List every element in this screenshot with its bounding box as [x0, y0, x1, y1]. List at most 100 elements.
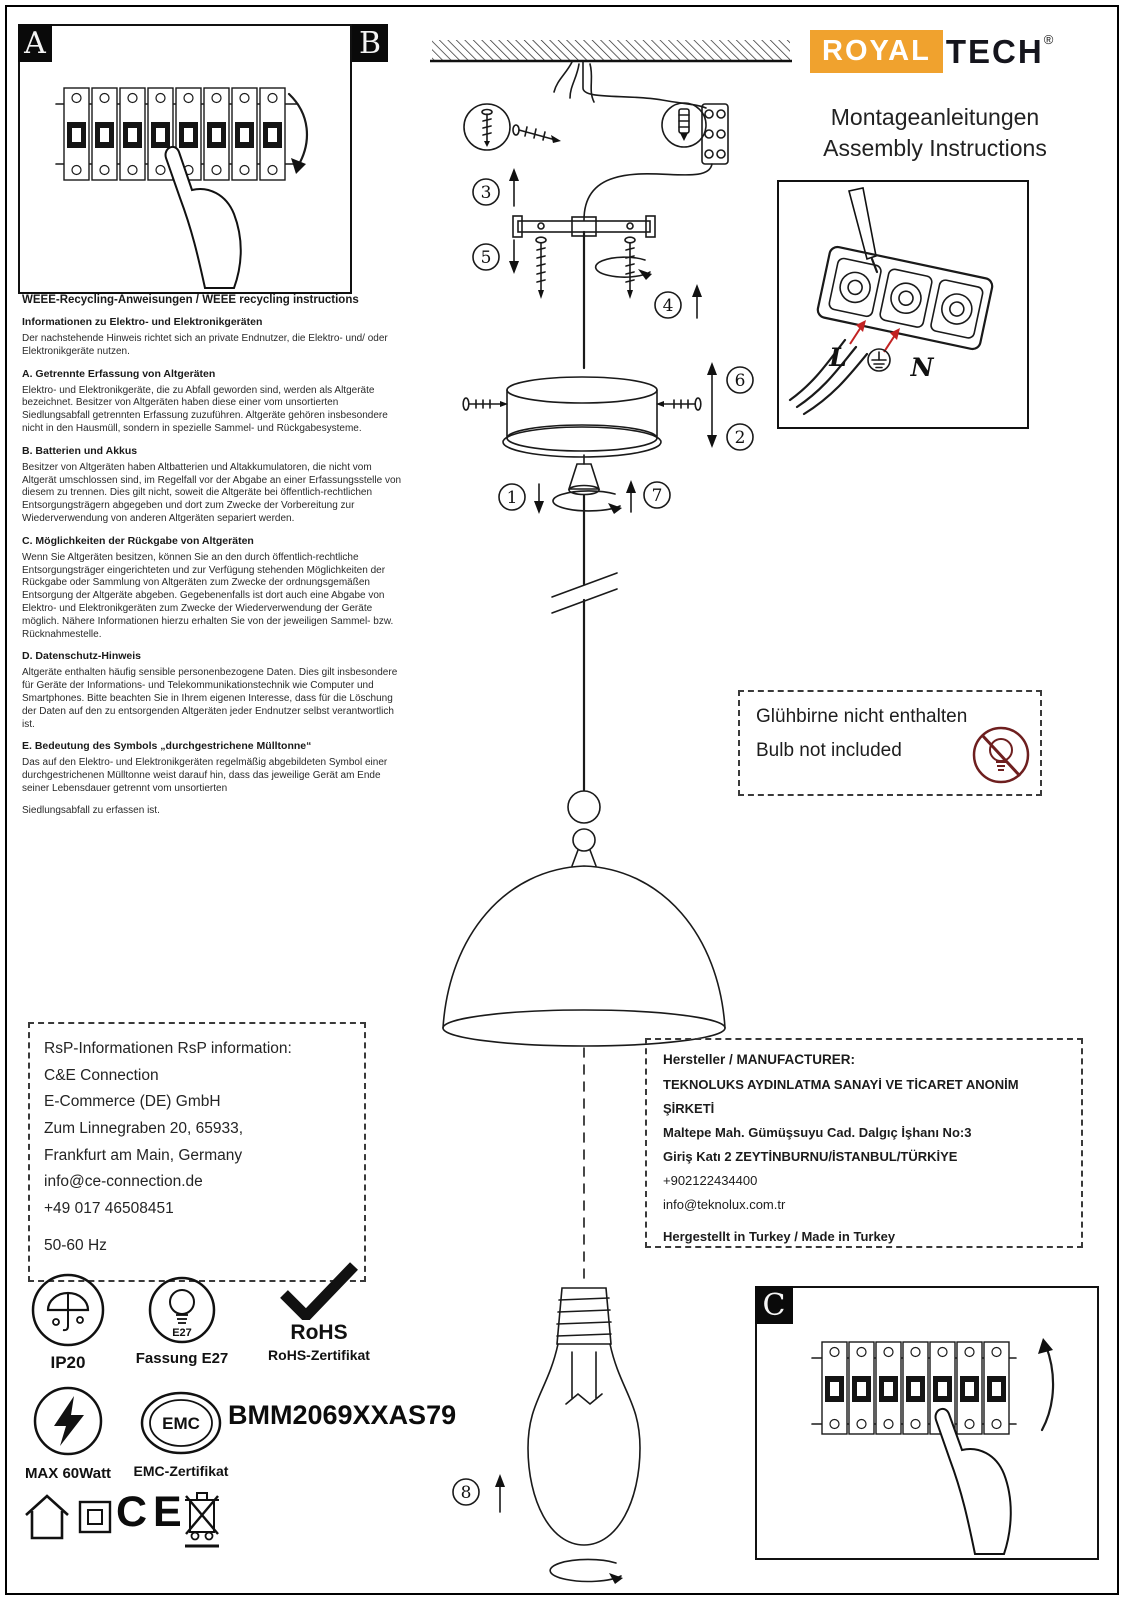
light-bulb [527, 1287, 641, 1584]
step-5-marker: 5 [472, 239, 519, 274]
panel-a-frame [18, 24, 352, 294]
weee-paragraph: Altgeräte enthalten häufig sensible pers… [22, 667, 398, 730]
terminal-block [701, 103, 729, 165]
pointing-hand-icon [164, 145, 242, 289]
canopy [502, 376, 662, 458]
bulb-note-en: Bulb not included [756, 740, 902, 761]
house-icon [22, 1488, 72, 1549]
brand-tech: TECH [945, 33, 1044, 70]
manufacturer-line: TEKNOLUKS AYDINLATMA SANAYİ VE TİCARET A… [663, 1077, 1019, 1117]
earth-symbol-icon [867, 348, 891, 372]
title-de: Montageanleitungen [830, 104, 1040, 130]
weee-paragraph: Besitzer von Altgeräten haben Altbatteri… [22, 461, 402, 524]
weee-paragraph: Das auf den Elektro- und Elektronikgerät… [22, 757, 388, 794]
canopy-screw-right [656, 397, 702, 411]
rotate-arrow-bracket [594, 256, 652, 280]
breaker-on-illustration [811, 1338, 1055, 1555]
svg-text:7: 7 [652, 486, 663, 506]
weee-bin-icon [180, 1484, 224, 1557]
screw-small-icon [512, 124, 561, 143]
ceiling-hatch [430, 40, 792, 63]
pendant-cord [551, 493, 618, 792]
weee-paragraph: Wenn Sie Altgeräten besitzen, können Sie… [22, 551, 394, 640]
rsp-line: Zum Linnegraben 20, 65933, [44, 1119, 244, 1137]
step-3-marker: 3 [472, 168, 519, 207]
max-watt-block: MAX 60Watt [20, 1385, 116, 1482]
manufacturer-line: Giriş Katı 2 ZEYTİNBURNU/İSTANBUL/TÜRKİY… [663, 1149, 958, 1165]
svg-text:6: 6 [735, 371, 746, 391]
manufacturer-origin: Hergestellt in Turkey / Made in Turkey [663, 1229, 896, 1245]
ip20-label: IP20 [50, 1353, 86, 1372]
bracket-screw-right [624, 236, 636, 299]
weee-heading: B. Batterien und Akkus [22, 444, 138, 457]
rsp-info-box: RsP-Informationen RsP information: C&E C… [28, 1022, 366, 1282]
panel-c-label: C [755, 1286, 793, 1324]
e27-socket-icon: E27 [148, 1276, 216, 1344]
e27-text: E27 [172, 1327, 192, 1339]
emc-block: EMC EMC-Zertifikat [128, 1390, 234, 1479]
weee-heading: E. Bedeutung des Symbols „durchgestriche… [22, 740, 312, 753]
weee-title: WEEE-Recycling-Anweisungen / WEEE recycl… [22, 294, 359, 306]
svg-text:3: 3 [481, 183, 492, 203]
weee-heading: A. Getrennte Erfassung von Altgeräten [22, 367, 216, 380]
lamp-shade [442, 790, 726, 1047]
detail-callout-anchor [661, 102, 707, 148]
terminal-wiring-illustration: L N [788, 187, 994, 416]
weee-heading: D. Datenschutz-Hinweis [22, 650, 142, 663]
brand-royal: ROYAL [810, 30, 943, 73]
rohs-title: RoHS [290, 1321, 348, 1344]
step-1-marker: 1 [498, 483, 544, 514]
weee-instructions: WEEE-Recycling-Anweisungen / WEEE recycl… [22, 294, 402, 818]
rohs-checkmark-icon [280, 1262, 358, 1324]
canopy-screw-left [462, 397, 508, 411]
doc-title: Montageanleitungen Assembly Instructions [800, 104, 1070, 162]
e27-block: E27 Fassung E27 [132, 1275, 232, 1367]
ceiling-wires [553, 61, 707, 109]
rsp-line: +49 017 46508451 [44, 1199, 174, 1217]
terminal-l-label: L [828, 343, 847, 372]
rsp-frequency: 50-60 Hz [44, 1236, 107, 1254]
panel-a-label: A [18, 24, 52, 62]
rohs-block: RoHS RoHS-Zertifikat [258, 1262, 380, 1363]
wire-direction-arrows [849, 320, 900, 353]
manufacturer-email: info@teknolux.com.tr [663, 1197, 786, 1213]
breaker-off-illustration [55, 87, 309, 289]
rsp-title: RsP-Informationen RsP information: [44, 1040, 292, 1057]
rohs-cert-label: RoHS-Zertifikat [268, 1347, 370, 1363]
page-border [5, 5, 1119, 1595]
manufacturer-box: Hersteller / MANUFACTURER: TEKNOLUKS AYD… [645, 1038, 1083, 1248]
svg-text:8: 8 [461, 1483, 472, 1503]
double-insulation-icon [78, 1500, 112, 1539]
svg-text:2: 2 [735, 428, 746, 448]
manufacturer-line: Maltepe Mah. Gümüşsuyu Cad. Dalgıç İşhan… [663, 1125, 972, 1141]
weee-paragraph: Elektro- und Elektronikgeräte, die zu Ab… [22, 384, 388, 434]
manufacturer-phone: +902122434400 [663, 1173, 758, 1189]
ip20-block: IP20 [28, 1272, 108, 1373]
step-7-marker: 7 [626, 480, 671, 513]
emc-icon: EMC [140, 1391, 222, 1455]
rsp-line: E-Commerce (DE) GmbH [44, 1093, 221, 1111]
weee-heading: C. Möglichkeiten der Rückgabe von Altger… [22, 534, 254, 547]
title-en: Assembly Instructions [823, 135, 1047, 161]
svg-text:4: 4 [663, 296, 674, 316]
bulb-note-de: Glühbirne nicht enthalten [756, 706, 968, 727]
step-8-marker: 8 [452, 1474, 505, 1513]
rsp-line: Frankfurt am Main, Germany [44, 1146, 243, 1164]
ce-mark: CE [116, 1488, 188, 1536]
detail-callout-screw [463, 103, 511, 151]
svg-text:5: 5 [481, 248, 492, 268]
svg-text:1: 1 [507, 488, 518, 508]
panel-c-frame [755, 1286, 1099, 1560]
strain-relief [552, 454, 622, 514]
step-6-2-markers: 6 2 [707, 362, 754, 451]
weee-paragraph: Siedlungsabfall zu erfassen ist. [22, 804, 160, 816]
rsp-line: C&E Connection [44, 1066, 159, 1084]
e27-label: Fassung E27 [135, 1350, 229, 1367]
cable-block-to-bracket [583, 163, 713, 221]
terminal-n-label: N [910, 353, 935, 382]
weee-paragraph: Der nachstehende Hinweis richtet sich an… [22, 333, 388, 357]
no-bulb-icon [972, 726, 1030, 784]
panel-b-label: B [352, 24, 388, 62]
max-watt-label: MAX 60Watt [24, 1465, 112, 1482]
